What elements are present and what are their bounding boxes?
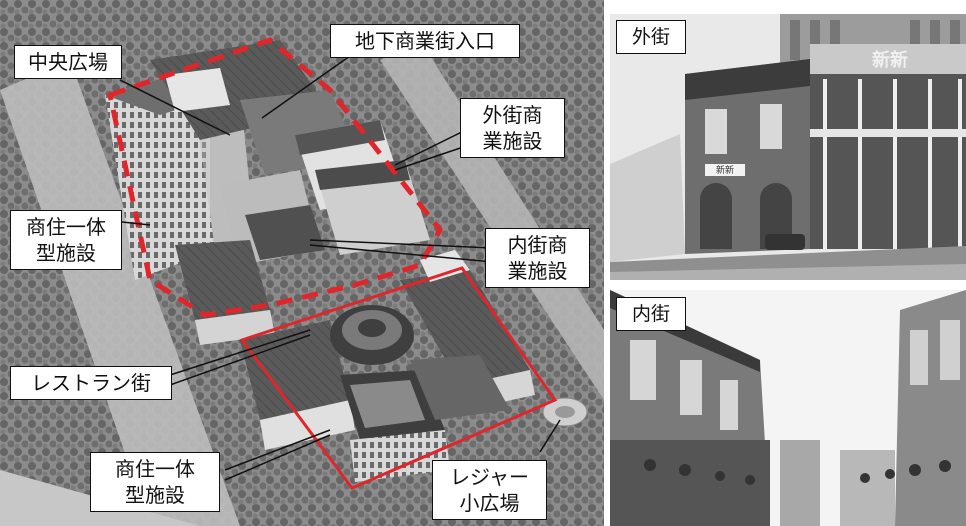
label-outer-street-facilities-line-2: 業施設 [482,129,543,153]
label-inner-street-facilities-line-1: 内街商 [507,233,568,257]
label-outer-street: 外街 [616,20,686,54]
inner-street-illustration [610,290,966,526]
inner-street-photo [610,290,966,526]
label-mixed-use-upper-line-1: 商住一体 [26,215,106,239]
label-central-plaza: 中央広場 [14,45,122,79]
outer-street-illustration: 新新 新新 [610,14,966,280]
label-mixed-use-upper-line-2: 型施設 [36,241,96,265]
outer-street-photo: 新新 新新 [610,14,966,280]
building-sign: 新新 [872,49,908,71]
label-restaurant-street: レストラン街 [10,366,172,400]
label-leisure-plaza-line-2: 小広場 [459,491,520,515]
label-mixed-use-lower: 商住一体 型施設 [90,452,220,512]
label-mixed-use-upper: 商住一体 型施設 [10,210,122,270]
label-outer-street-facilities-line-1: 外街商 [482,103,543,127]
label-outer-street-facilities: 外街商 業施設 [460,98,565,158]
label-inner-street: 内街 [616,297,686,331]
label-inner-street-facilities: 内街商 業施設 [485,228,590,288]
label-leisure-plaza-line-1: レジャー [450,465,529,489]
label-leisure-plaza: レジャー 小広場 [432,460,547,520]
label-mixed-use-lower-line-2: 型施設 [125,483,185,507]
label-mixed-use-lower-line-1: 商住一体 [115,457,195,481]
label-inner-street-facilities-line-2: 業施設 [507,259,568,283]
svg-text:新新: 新新 [716,164,734,176]
label-underground-entrance: 地下商業街入口 [330,24,520,58]
